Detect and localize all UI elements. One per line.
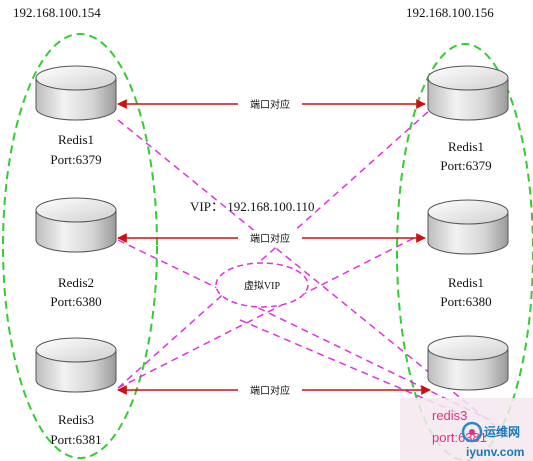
watermark-backdrop — [400, 398, 533, 461]
right-redis-2 — [427, 199, 509, 255]
right-redis-2-name: Redis1 — [448, 275, 484, 290]
right-redis-2-port: Port:6380 — [440, 294, 491, 309]
left-redis-2 — [35, 197, 117, 253]
virtual-vip-label: 虚拟VIP — [244, 279, 281, 292]
right-host-group — [396, 43, 533, 461]
vip-link-left-2 — [117, 239, 491, 421]
right-redis-1 — [427, 65, 509, 121]
left-redis-2-name: Redis2 — [58, 275, 94, 290]
vip-address-label: VIP： 192.168.100.110 — [190, 199, 314, 214]
left-redis-3 — [35, 337, 117, 393]
right-host-ip: 192.168.100.156 — [406, 5, 494, 20]
port-mapping-label-1: 端口对应 — [250, 98, 290, 111]
left-redis-1-port: Port:6379 — [50, 152, 101, 167]
right-redis-1-name: Redis1 — [448, 139, 484, 154]
left-redis-1 — [35, 65, 117, 121]
left-host-group — [2, 33, 158, 459]
right-redis-3-name: redis3 — [432, 408, 467, 423]
left-redis-2-port: Port:6380 — [50, 294, 101, 309]
port-mapping-label-2: 端口对应 — [250, 232, 290, 245]
left-redis-3-name: Redis3 — [58, 412, 94, 427]
vip-link-left-3 — [117, 109, 431, 389]
left-host-ip: 192.168.100.154 — [13, 5, 101, 20]
right-redis-3 — [427, 335, 509, 391]
virtual-vip-ellipse — [215, 262, 309, 308]
port-mapping-label-3: 端口对应 — [250, 384, 290, 397]
vip-link-right-2 — [117, 234, 421, 389]
watermark-site: 运维网 — [484, 424, 520, 439]
right-redis-1-port: Port:6379 — [440, 158, 491, 173]
left-redis-1-name: Redis1 — [58, 132, 94, 147]
left-redis-3-port: Port:6381 — [50, 432, 101, 447]
watermark-logo-icon — [461, 421, 483, 443]
watermark-domain: iyunv.com — [466, 445, 524, 459]
